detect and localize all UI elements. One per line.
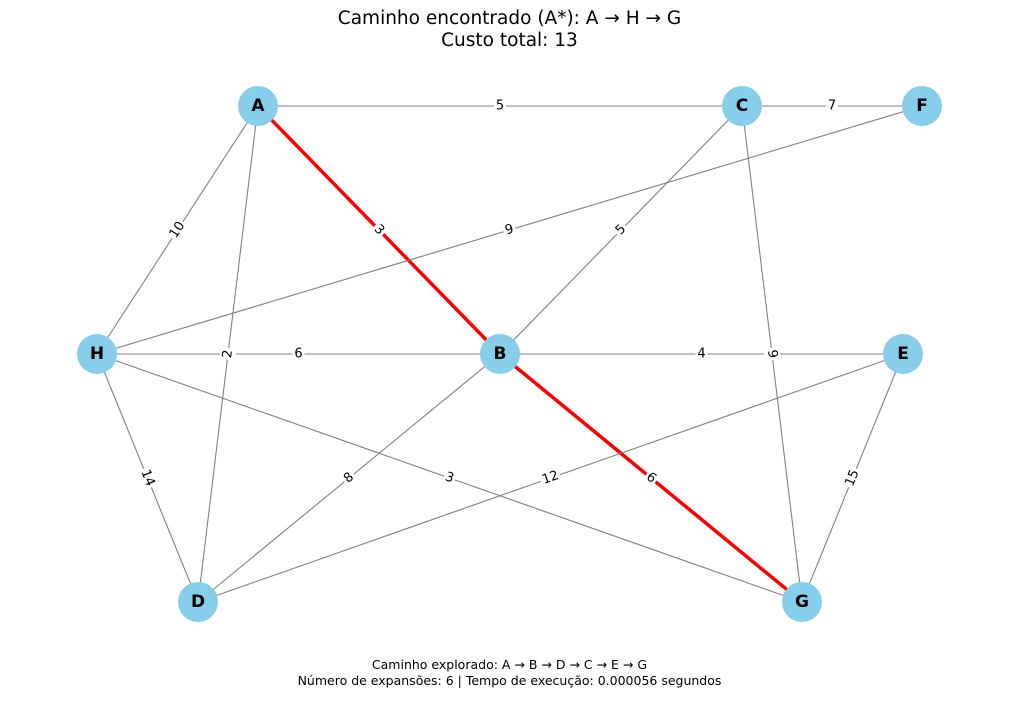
edge-weight-label-A-C: 5 — [494, 98, 506, 114]
edge-weight-label-bg — [369, 220, 389, 240]
edge-labels-layer: 5 7 10 2 3 9 5 9 6 4 14 3 8 6 12 15 — [136, 98, 864, 491]
edge-weight-label-F-H: 9 — [501, 220, 518, 240]
node-label: B — [494, 344, 507, 364]
edge-weight-label-E-G: 15 — [841, 465, 864, 491]
edge-weight-label-bg — [611, 220, 631, 240]
edge-weight-label-A-D: 2 — [219, 347, 237, 361]
edge-weight-label-bg — [538, 467, 563, 489]
node-B: B — [480, 334, 520, 374]
node-label: D — [191, 592, 205, 612]
edge-weight-label-bg — [826, 98, 838, 114]
nodes-layer: A C F H B E D G — [77, 86, 942, 622]
edge-weight-text: 4 — [697, 347, 705, 362]
node-circle — [722, 86, 762, 126]
edge-weight-label-B-G: 6 — [641, 468, 661, 488]
node-C: C — [722, 86, 762, 126]
edge-weight-label-bg — [763, 347, 781, 361]
edge-weight-label-C-B: 5 — [611, 220, 631, 240]
edge-weight-label-bg — [641, 468, 661, 488]
edge-weight-label-B-E: 4 — [695, 346, 708, 362]
edge-weight-label-B-D: 8 — [339, 468, 359, 488]
edge-weight-text: 5 — [496, 99, 504, 114]
edge-weight-label-bg — [219, 347, 237, 361]
footer-stats: Número de expansões: 6 | Tempo de execuç… — [297, 673, 722, 688]
node-circle — [902, 86, 942, 126]
node-label: A — [251, 96, 265, 116]
node-label: E — [897, 344, 909, 364]
node-circle — [883, 334, 923, 374]
edge-weight-text: 14 — [137, 468, 157, 489]
edge-weight-label-C-F: 7 — [826, 98, 838, 114]
edge-weight-label-bg — [494, 98, 506, 114]
node-D: D — [178, 582, 218, 622]
node-label: G — [795, 592, 809, 612]
figure-title: Caminho encontrado (A*): A → H → G Custo… — [0, 8, 1019, 52]
node-circle — [238, 86, 278, 126]
node-A: A — [238, 86, 278, 126]
node-label: H — [90, 344, 104, 364]
edge-weight-label-bg — [501, 220, 518, 240]
footer-explored-path: Caminho explorado: A → B → D → C → E → G — [371, 657, 648, 672]
edge-weight-label-E-D: 12 — [538, 467, 563, 489]
node-label: C — [736, 96, 748, 116]
node-F: F — [902, 86, 942, 126]
edge-weight-text: 7 — [828, 99, 836, 114]
edge-weight-text: 2 — [220, 349, 236, 359]
edge-weight-label-A-H: 10 — [165, 217, 190, 243]
node-H: H — [77, 334, 117, 374]
edge-weight-label-bg — [841, 465, 864, 491]
node-label: F — [916, 96, 928, 116]
edge-weight-text: 15 — [842, 468, 862, 489]
title-line-cost: Custo total: 13 — [441, 30, 578, 51]
node-circle — [782, 582, 822, 622]
edge-weight-label-H-B: 6 — [292, 346, 305, 362]
edge-weight-label-bg — [441, 468, 458, 488]
edge-weight-text: 6 — [294, 347, 302, 362]
node-circle — [480, 334, 520, 374]
node-circle — [178, 582, 218, 622]
edge-weight-label-C-G: 9 — [763, 347, 781, 361]
edge-weight-label-bg — [165, 217, 190, 243]
edge-weight-label-bg — [695, 346, 708, 362]
node-G: G — [782, 582, 822, 622]
edge-weight-label-bg — [292, 346, 305, 362]
edge-weight-label-H-D: 14 — [136, 465, 159, 491]
edge-weight-label-bg — [339, 468, 359, 488]
edge-weight-text: 12 — [540, 468, 561, 488]
node-circle — [77, 334, 117, 374]
edge-weight-text: 9 — [503, 222, 515, 239]
edge-weight-label-bg — [136, 465, 159, 491]
title-line-path: Caminho encontrado (A*): A → H → G — [337, 8, 682, 29]
edge-weight-text: 10 — [167, 219, 189, 241]
edge-weight-text: 9 — [764, 349, 780, 359]
edge-weight-label-A-B: 3 — [369, 220, 389, 240]
edge-weight-label-H-G: 3 — [441, 468, 458, 488]
node-E: E — [883, 334, 923, 374]
figure-footer: Caminho explorado: A → B → D → C → E → G… — [0, 657, 1019, 689]
